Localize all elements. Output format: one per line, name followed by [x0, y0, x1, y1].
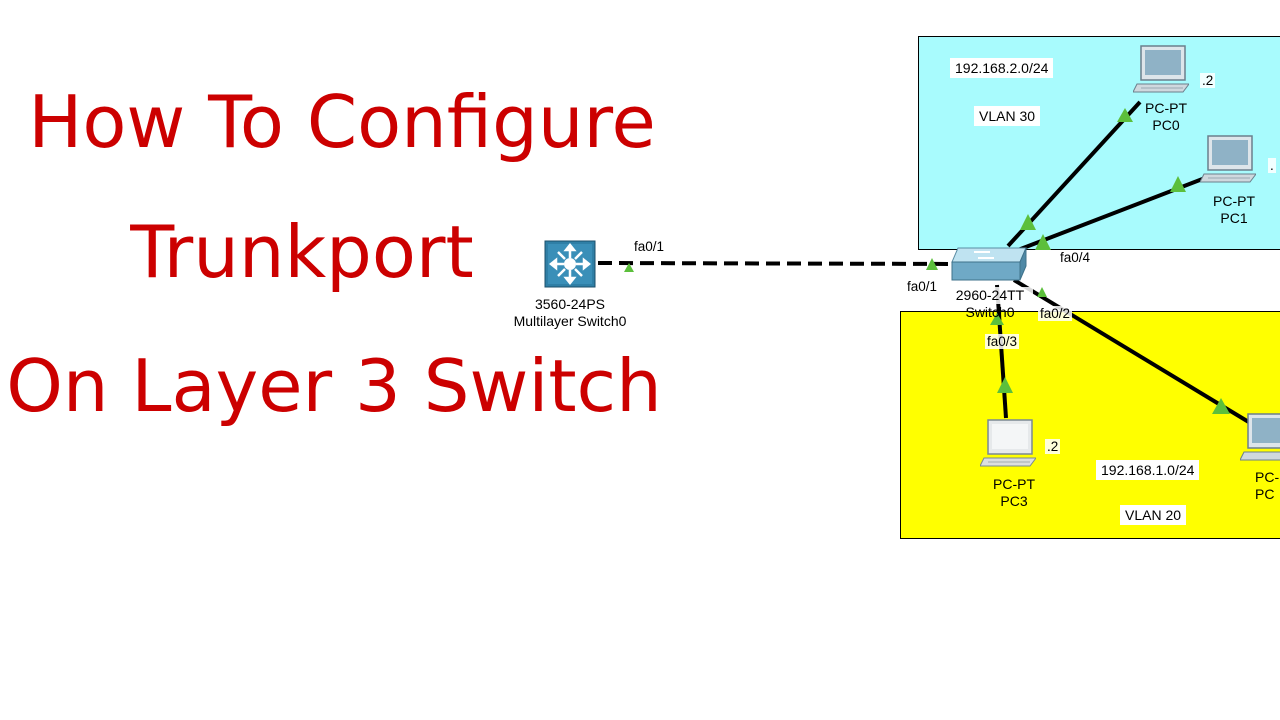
pc3[interactable]: [979, 418, 1037, 475]
port-label-sw-fa01: fa0/1: [905, 279, 940, 294]
pc0-label: PC-PT PC0: [1126, 100, 1206, 134]
switch0-label: 2960-24TT Switch0: [947, 287, 1033, 321]
vlan20-name-label: VLAN 20: [1120, 505, 1187, 525]
link-up-indicator: [1035, 234, 1051, 250]
title-line-1: How To Configure: [28, 80, 656, 164]
trunk-link[interactable]: [597, 261, 961, 266]
switch0-name: Switch0: [965, 304, 1015, 320]
pc2-name: PC: [1255, 486, 1275, 502]
link-up-indicator: [926, 258, 938, 270]
port-label-sw-fa03: fa0/3: [985, 334, 1020, 349]
pc0-model: PC-PT: [1145, 100, 1187, 116]
switch0-model: 2960-24TT: [947, 287, 1033, 304]
title-line-3: On Layer 3 Switch: [6, 344, 662, 428]
vlan30-name-label: VLAN 30: [974, 106, 1041, 126]
vlan20-zone: [900, 311, 1280, 539]
pc0[interactable]: [1132, 44, 1190, 101]
link-up-indicator: [997, 377, 1013, 393]
pc0-name: PC0: [1152, 117, 1180, 133]
multilayer-switch-icon: [544, 240, 596, 288]
multilayer-switch-label: 3560-24PS Multilayer Switch0: [480, 296, 660, 330]
link-pc3[interactable]: [995, 284, 1008, 419]
title-line-2: Trunkport: [130, 210, 474, 294]
pc2[interactable]: [1240, 412, 1280, 469]
pc1-model: PC-PT: [1213, 193, 1255, 209]
link-pc2[interactable]: [1012, 278, 1254, 426]
pc1-ip: .: [1268, 158, 1276, 173]
multilayer-switch-name: Multilayer Switch0: [513, 313, 627, 329]
pc0-ip: .2: [1200, 73, 1216, 88]
multilayer-switch[interactable]: [544, 240, 596, 293]
pc-icon: [1132, 45, 1190, 93]
switch0[interactable]: [950, 246, 1030, 291]
link-up-indicator: [1020, 214, 1036, 230]
switch-icon: [951, 247, 1027, 281]
pc1[interactable]: [1199, 134, 1257, 191]
port-label-sw-fa04: fa0/4: [1058, 250, 1093, 265]
link-up-indicator: [1170, 176, 1186, 192]
pc-icon: [979, 419, 1037, 467]
multilayer-switch-model: 3560-24PS: [534, 296, 606, 312]
pc2-model: PC-: [1255, 469, 1280, 485]
link-up-indicator: [624, 263, 634, 272]
vlan30-network-label: 192.168.2.0/24: [950, 58, 1054, 78]
link-up-indicator: [1037, 287, 1047, 297]
pc3-ip: .2: [1045, 439, 1061, 454]
pc-icon: [1240, 413, 1280, 461]
pc1-label: PC-PT PC1: [1194, 193, 1274, 227]
link-up-indicator: [1117, 108, 1133, 122]
link-up-indicator: [1212, 398, 1230, 414]
port-label-ml-fa01: fa0/1: [632, 239, 667, 254]
vlan20-network-label: 192.168.1.0/24: [1096, 460, 1200, 480]
pc-icon: [1199, 135, 1257, 183]
pc3-label: PC-PT PC3: [974, 476, 1054, 510]
link-up-indicator: [990, 313, 1004, 325]
pc1-name: PC1: [1220, 210, 1248, 226]
port-label-sw-fa02: fa0/2: [1038, 306, 1073, 321]
pc3-name: PC3: [1000, 493, 1028, 509]
pc3-model: PC-PT: [993, 476, 1035, 492]
pc2-label: PC- PC: [1255, 469, 1280, 503]
